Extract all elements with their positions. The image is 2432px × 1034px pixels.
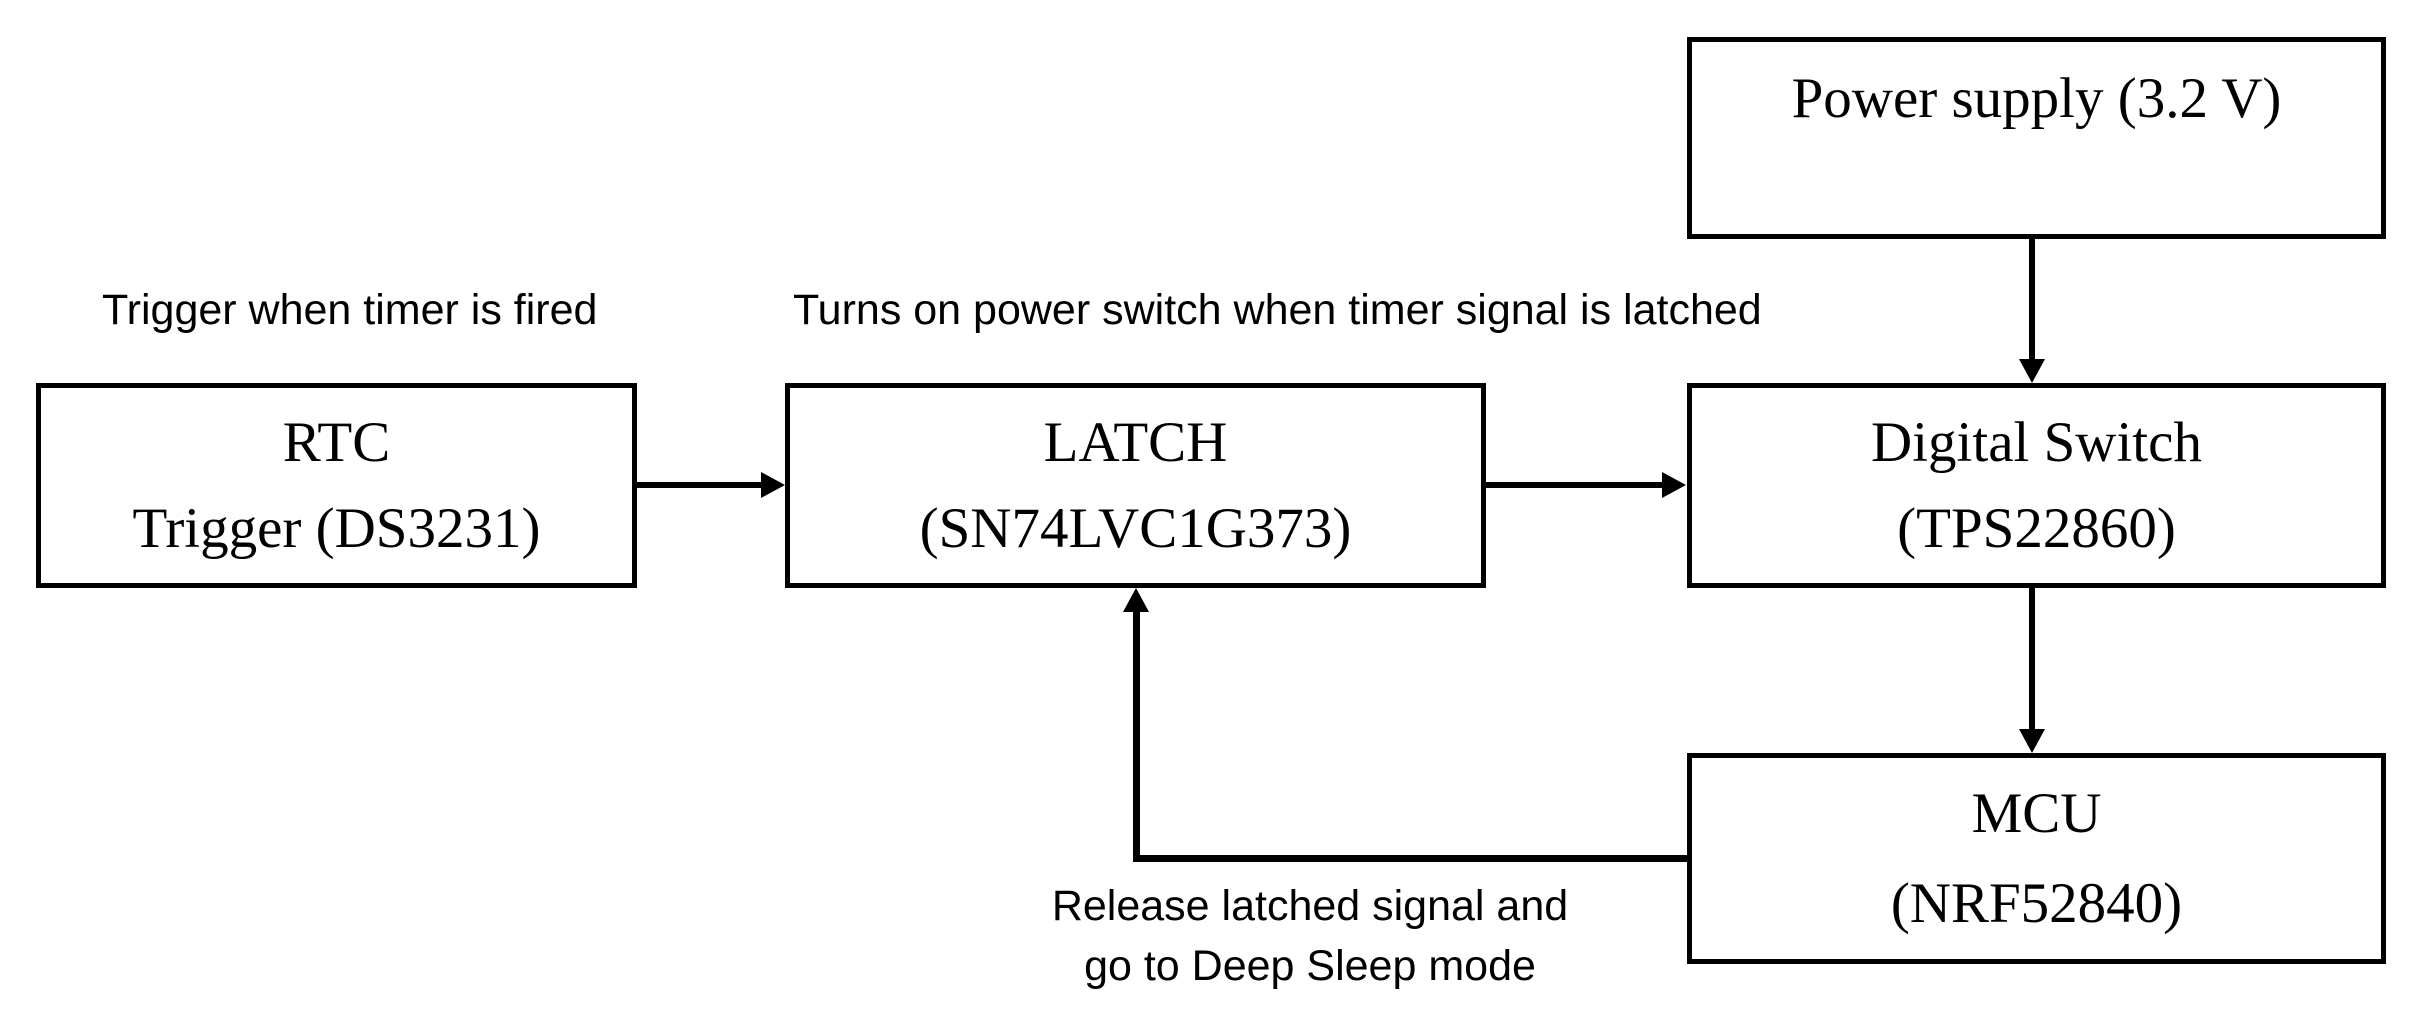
arrow-line xyxy=(2029,586,2035,731)
digital-switch-label-line1: Digital Switch xyxy=(1871,410,2202,474)
rtc-trigger-box: RTC Trigger (DS3231) xyxy=(36,383,637,588)
rtc-label-line2: Trigger (DS3231) xyxy=(132,496,541,560)
annotation-release-line1: Release latched signal and xyxy=(1051,882,1569,930)
power-supply-box: Power supply (3.2 V) xyxy=(1687,37,2386,239)
digital-switch-label-line2: (TPS22860) xyxy=(1897,496,2176,560)
arrowhead-up-icon xyxy=(1123,588,1149,612)
latch-label-line1: LATCH xyxy=(1043,410,1228,474)
arrowhead-right-icon xyxy=(761,472,785,498)
arrowhead-down-icon xyxy=(2019,729,2045,753)
rtc-label-line1: RTC xyxy=(282,410,391,474)
arrowhead-down-icon xyxy=(2019,359,2045,383)
annotation-trigger-when-timer-fired: Trigger when timer is fired xyxy=(102,286,598,334)
arrow-line-vertical xyxy=(1133,610,1140,862)
mcu-label-line1: MCU xyxy=(1971,781,2102,845)
annotation-release-line2: go to Deep Sleep mode xyxy=(1084,942,1536,990)
latch-box: LATCH (SN74LVC1G373) xyxy=(785,383,1486,588)
arrow-line xyxy=(2029,237,2035,361)
arrowhead-right-icon xyxy=(1662,472,1686,498)
digital-switch-box: Digital Switch (TPS22860) xyxy=(1687,383,2386,588)
arrow-line-horizontal xyxy=(1133,855,1689,862)
arrow-line xyxy=(633,482,763,488)
annotation-turns-on-power-switch: Turns on power switch when timer signal … xyxy=(793,286,1762,334)
mcu-box: MCU (NRF52840) xyxy=(1687,753,2386,964)
arrow-line xyxy=(1483,482,1664,488)
annotation-release-latched-signal: Release latched signal and go to Deep Sl… xyxy=(990,876,1630,996)
latch-label-line2: (SN74LVC1G373) xyxy=(919,496,1352,560)
mcu-label-line2: (NRF52840) xyxy=(1890,871,2183,935)
power-supply-label: Power supply (3.2 V) xyxy=(1791,67,2282,130)
